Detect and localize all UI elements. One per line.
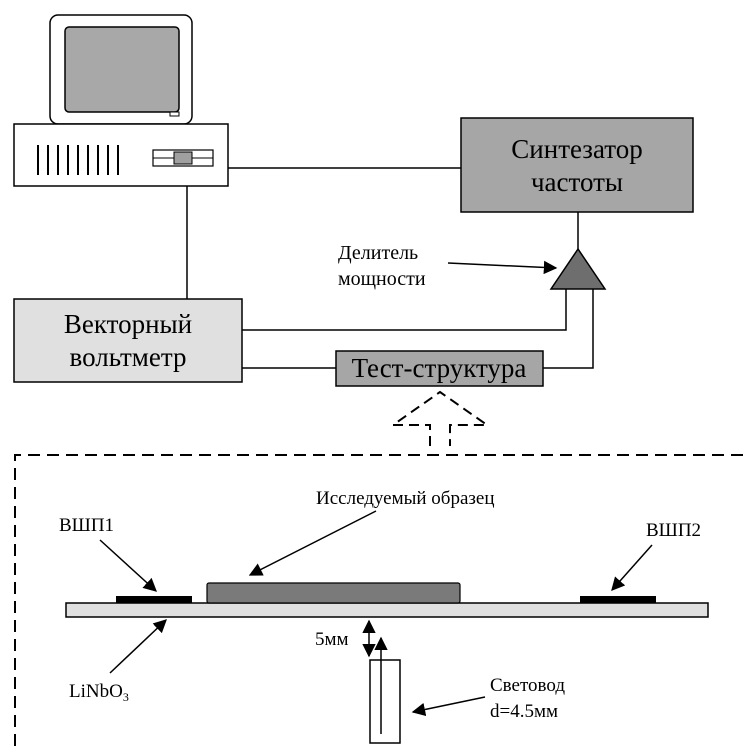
sample-label: Исследуемый образец [316,488,495,509]
divider-arrow [447,260,558,275]
substrate-plate [65,602,709,618]
voltmeter-label-line2: вольтметр [70,342,187,372]
gap-label: 5мм [315,629,349,650]
test-structure-block: Тест-структура [335,350,544,387]
test-structure-label: Тест-структура [352,353,527,383]
computer-unit-icon [13,123,229,187]
divider-label-line1: Делитель [338,242,418,264]
transducer-1-arrow [99,539,157,592]
connection-lines [186,167,594,369]
transducer-1-electrode [116,596,192,603]
monitor-icon [49,14,193,125]
synthesizer-block: Синтезатор частоты [460,117,694,213]
sample-layer [206,582,461,604]
sample-arrow [248,510,377,576]
power-divider-icon [549,247,607,290]
expand-arrow-dashed [389,390,491,446]
light-guide-arrow [411,696,486,717]
voltmeter-block: Векторный вольтметр [13,298,243,383]
substrate-arrow [109,619,167,674]
light-guide [369,636,401,744]
light-guide-label-line1: Световод [490,675,565,696]
divider-label-line2: мощности [338,268,426,290]
transducer-2-electrode [580,596,656,603]
light-guide-label-line2: d=4.5мм [490,701,558,722]
synthesizer-label-line2: частоты [531,167,623,197]
transducer-2-arrow [611,544,653,592]
transducer-1-label: ВШП1 [59,515,114,536]
synthesizer-label-line1: Синтезатор [511,134,642,164]
substrate-label: LiNbO3 [69,681,129,704]
voltmeter-label-line1: Векторный [64,309,192,339]
transducer-2-label: ВШП2 [646,520,701,541]
detail-frame-dashed [14,454,745,746]
